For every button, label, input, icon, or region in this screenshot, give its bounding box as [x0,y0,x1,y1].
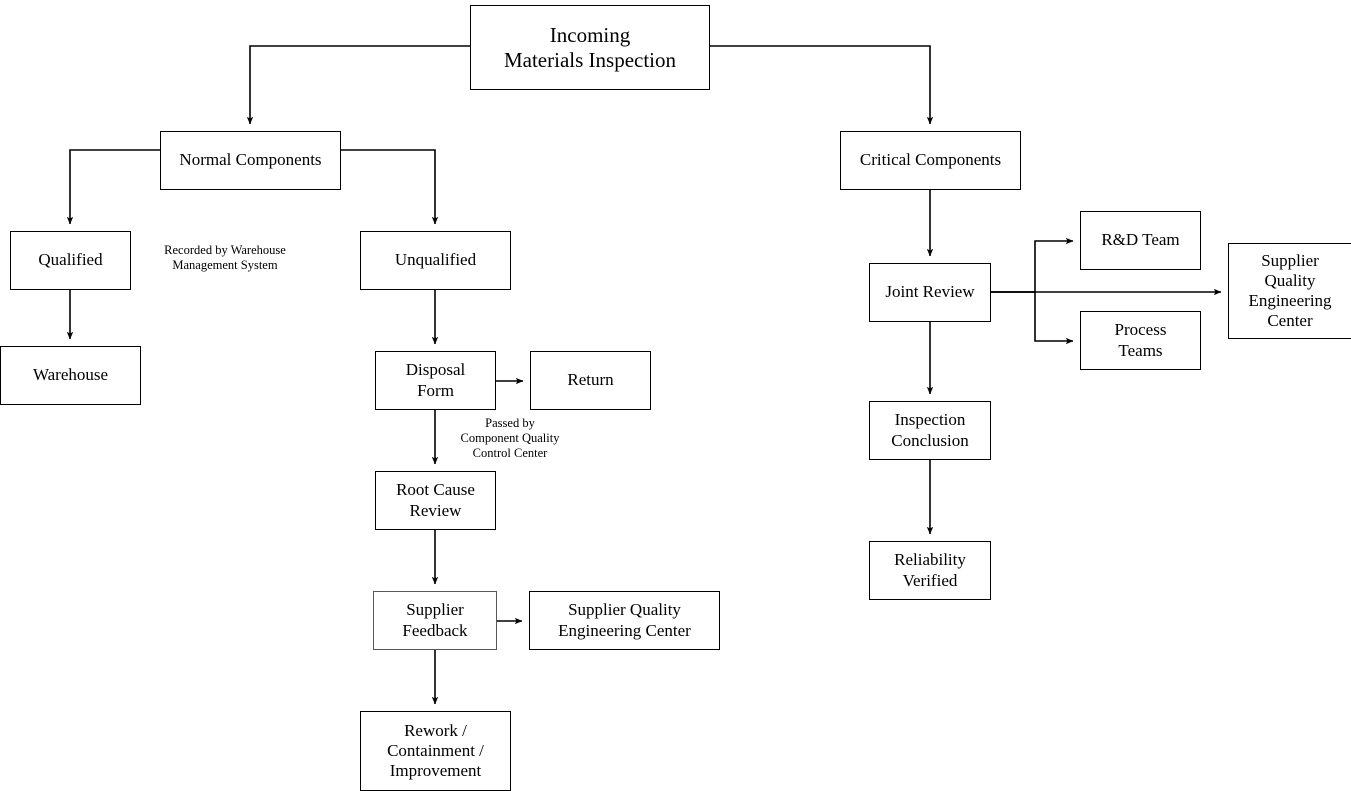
node-incoming[interactable]: Incoming Materials Inspection [470,5,710,90]
node-label-disposal: Disposal Form [405,360,466,400]
node-sqec_mid[interactable]: Supplier Quality Engineering Center [529,591,720,650]
node-label-rnd_team: R&D Team [1101,230,1180,250]
node-label-qualified: Qualified [38,250,103,270]
node-rnd_team[interactable]: R&D Team [1080,211,1201,270]
node-process_teams[interactable]: Process Teams [1080,311,1201,370]
node-supplier_feedback[interactable]: Supplier Feedback [373,591,497,650]
edge-normal-to-unqualified [341,149,439,225]
node-label-critical: Critical Components [859,150,1002,170]
edge-joint-to-rnd [991,237,1074,293]
node-label-process_teams: Process Teams [1114,320,1167,360]
node-label-incoming: Incoming Materials Inspection [503,22,677,72]
node-reliability[interactable]: Reliability Verified [869,541,991,600]
edge-joint-to-process [991,291,1074,345]
node-label-sqec_mid: Supplier Quality Engineering Center [558,600,691,640]
node-label-sqec_right: Supplier Quality Engineering Center [1248,250,1332,331]
node-warehouse[interactable]: Warehouse [0,346,141,405]
edge-label-warehouse-label: Recorded by Warehouse Management System [164,243,286,272]
node-label-inspection_conclusion: Inspection Conclusion [891,410,969,450]
node-qualified[interactable]: Qualified [10,231,131,290]
node-disposal[interactable]: Disposal Form [375,351,496,410]
node-rootcause[interactable]: Root Cause Review [375,471,496,530]
node-inspection_conclusion[interactable]: Inspection Conclusion [869,401,991,460]
node-label-rework: Rework / Containment / Improvement [387,720,484,781]
edge-normal-to-qualified [66,149,160,225]
node-critical[interactable]: Critical Components [840,131,1021,190]
node-label-reliability: Reliability Verified [894,550,966,590]
node-return[interactable]: Return [530,351,651,410]
edge-incoming-to-normal [246,45,470,125]
node-normal[interactable]: Normal Components [160,131,341,190]
node-label-supplier_feedback: Supplier Feedback [402,600,468,640]
node-rework[interactable]: Rework / Containment / Improvement [360,711,511,791]
node-label-unqualified: Unqualified [394,250,477,270]
node-label-rootcause: Root Cause Review [396,480,475,520]
node-label-normal: Normal Components [179,150,322,170]
node-joint_review[interactable]: Joint Review [869,263,991,322]
node-label-warehouse: Warehouse [32,365,109,385]
node-label-joint_review: Joint Review [885,282,975,302]
node-sqec_right[interactable]: Supplier Quality Engineering Center [1228,243,1351,339]
edge-incoming-to-critical [710,45,934,125]
node-label-return: Return [567,370,614,390]
node-unqualified[interactable]: Unqualified [360,231,511,290]
edge-label-qcc-label: Passed by Component Quality Control Cent… [460,416,560,460]
